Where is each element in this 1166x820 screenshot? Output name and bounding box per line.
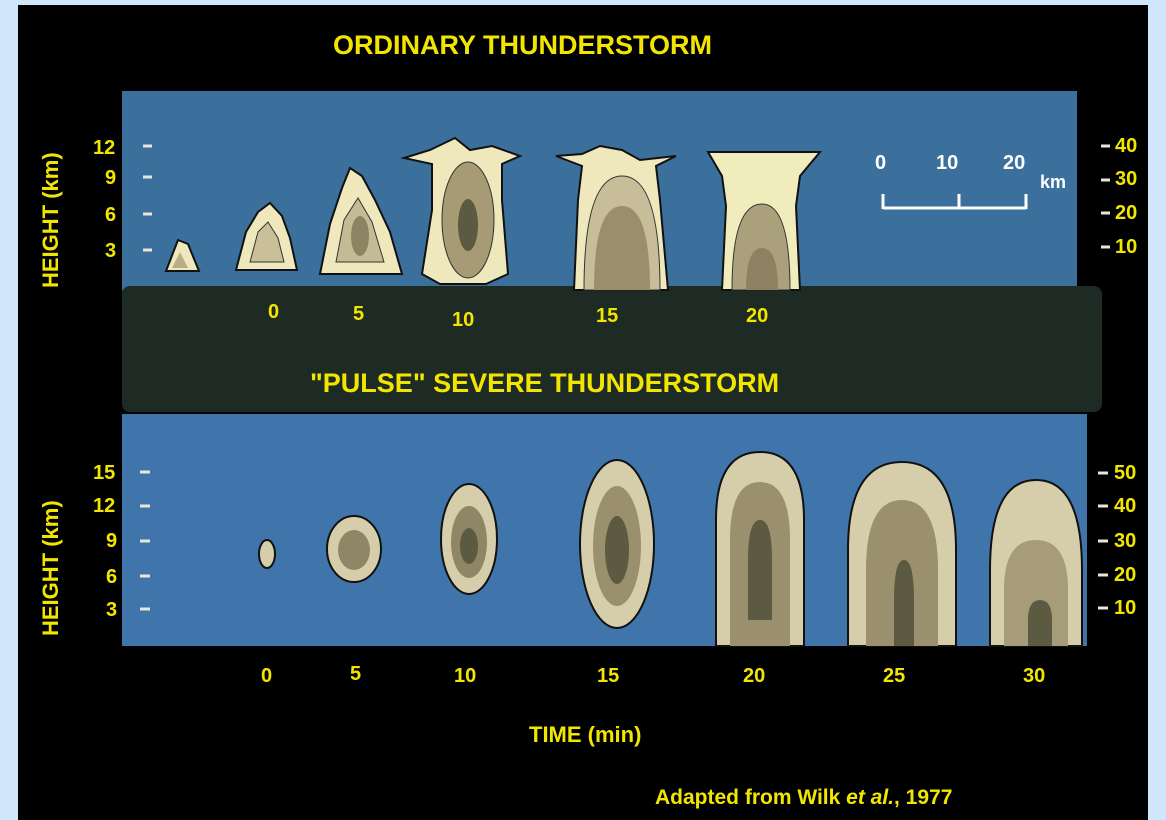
scale-bar — [883, 194, 1026, 209]
pulse-cell-0 — [259, 540, 275, 568]
top-right-tick-marks — [1101, 146, 1110, 247]
bottom-left-tick-marks — [140, 472, 150, 609]
top-left-tick-marks — [143, 146, 152, 250]
ordinary-cell-10-core — [458, 199, 478, 251]
bottom-right-tick-marks — [1098, 473, 1108, 608]
